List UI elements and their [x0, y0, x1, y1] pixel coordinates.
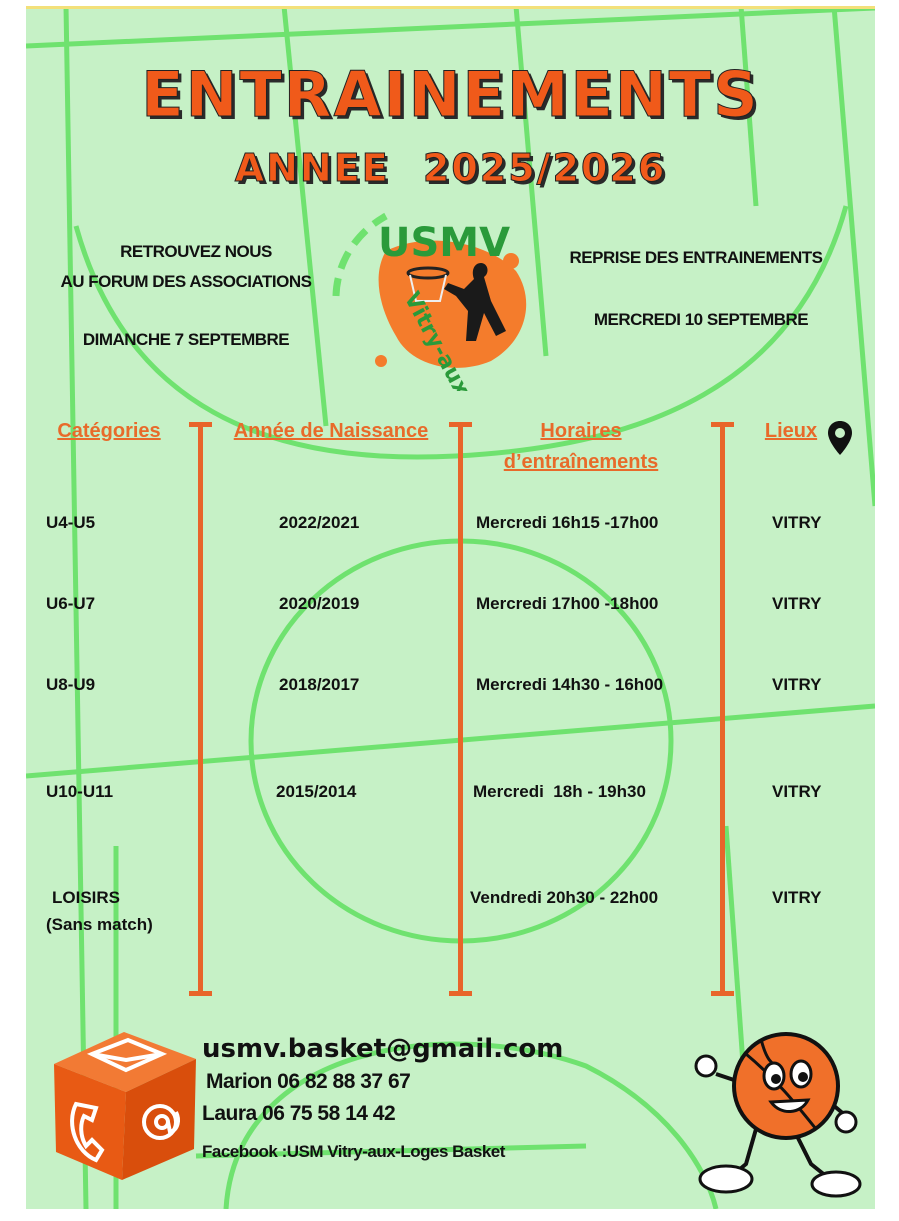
season-subtitle: ANNEE 2025/2026: [234, 146, 667, 191]
location-pin-icon: [828, 421, 852, 455]
row-schedule: Mercredi 17h00 -18h00: [476, 594, 659, 613]
header-categories: Catégories: [57, 420, 161, 442]
contact-facebook[interactable]: Facebook :USM Vitry-aux-Loges Basket: [202, 1142, 505, 1161]
row-birth-year: 2015/2014: [276, 782, 357, 801]
contact-email[interactable]: usmv.basket@gmail.com: [202, 1034, 564, 1064]
column-separator: [189, 422, 212, 996]
row-schedule: Mercredi 18h - 19h30: [473, 782, 646, 801]
logo-top-text: USMV: [378, 220, 510, 266]
header-horaires-line1: Horaires: [540, 420, 622, 442]
row-schedule: Mercredi 14h30 - 16h00: [476, 675, 664, 694]
reprise-line1: REPRISE DES ENTRAINEMENTS: [569, 248, 823, 267]
club-logo: USMV Vitry-aux-Loges: [332, 212, 527, 391]
row-location: VITRY: [772, 675, 822, 694]
contact-marion: Marion 06 82 88 37 67: [206, 1070, 411, 1093]
page-title: ENTRAINEMENTS: [141, 58, 760, 132]
row-birth-year: 2020/2019: [279, 594, 360, 613]
forum-line2: AU FORUM DES ASSOCIATIONS: [60, 272, 312, 291]
reprise-date: MERCREDI 10 SEPTEMBRE: [593, 310, 809, 329]
row-category: U4-U5: [46, 513, 96, 532]
header-annee: Année de Naissance: [233, 420, 429, 442]
forum-date: DIMANCHE 7 SEPTEMBRE: [82, 330, 290, 349]
row-location: VITRY: [772, 594, 822, 613]
column-separator: [449, 422, 472, 996]
row-schedule: Vendredi 20h30 - 22h00: [470, 888, 659, 907]
row-category-note: (Sans match): [46, 915, 153, 934]
row-birth-year: 2022/2021: [279, 513, 360, 532]
forum-line1: RETROUVEZ NOUS: [120, 242, 272, 261]
row-category: U8-U9: [46, 675, 96, 694]
row-birth-year: 2018/2017: [279, 675, 360, 694]
row-category: LOISIRS: [52, 888, 121, 907]
row-category: U10-U11: [46, 782, 114, 801]
row-schedule: Mercredi 16h15 -17h00: [476, 513, 659, 532]
row-category: U6-U7: [46, 594, 96, 613]
basketball-mascot-icon: [694, 1032, 862, 1198]
header-horaires-line2: d’entraînements: [503, 451, 659, 473]
column-separator: [711, 422, 734, 996]
contact-laura: Laura 06 75 58 14 42: [202, 1102, 396, 1125]
basketball-player-icon: [444, 263, 506, 341]
row-location: VITRY: [772, 782, 822, 801]
contact-cube-icon: [54, 1032, 196, 1180]
row-location: VITRY: [772, 513, 822, 532]
poster: ENTRAINEMENTS ANNEE 2025/2026 RETROUVEZ …: [26, 6, 875, 1209]
row-location: VITRY: [772, 888, 822, 907]
header-lieux: Lieux: [764, 420, 818, 442]
